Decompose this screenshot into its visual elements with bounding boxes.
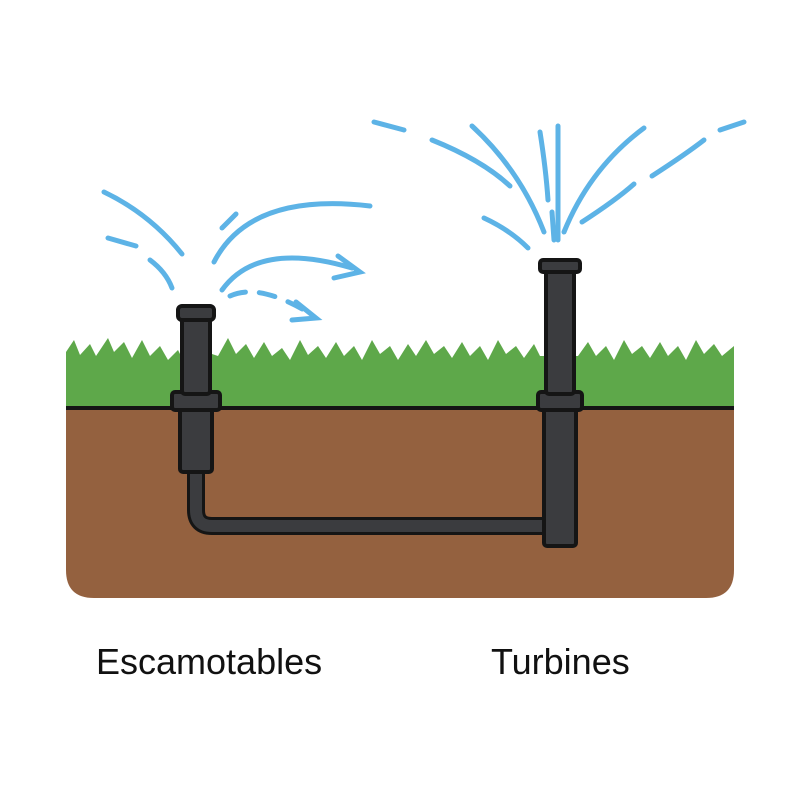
soil-layer — [66, 408, 734, 598]
water-spray-icon — [371, 119, 747, 251]
grass-layer — [66, 338, 734, 408]
water-spray-icon — [101, 189, 373, 323]
turbine-sprinkler-icon — [536, 258, 584, 548]
pop-up-sprinkler-icon — [170, 304, 222, 474]
turbine-sprinkler-label: Turbines — [491, 641, 630, 682]
popup-sprinkler-label: Escamotables — [96, 641, 323, 682]
